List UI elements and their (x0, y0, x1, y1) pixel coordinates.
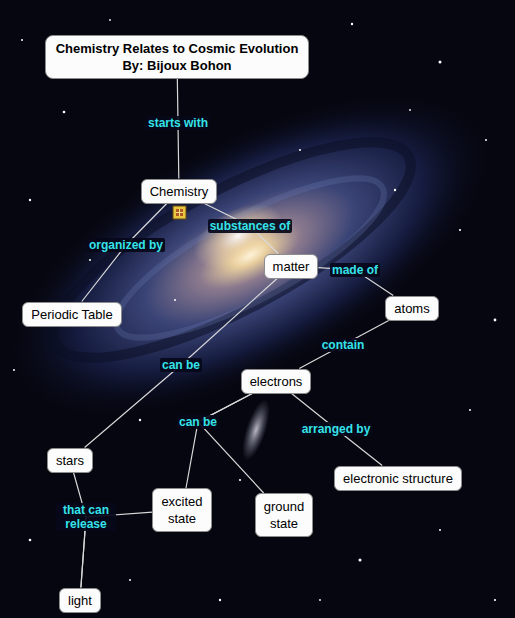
star-dot (394, 189, 396, 191)
edge-label: can be (160, 358, 202, 372)
star-dot (219, 599, 221, 601)
icon-line (179, 209, 180, 216)
star-dot (109, 19, 111, 21)
concept-box: atoms (385, 296, 438, 321)
edge-label: made of (330, 263, 380, 277)
node-text: Periodic Table (31, 306, 112, 323)
star-field (13, 19, 496, 601)
node-text: excited state (161, 493, 202, 527)
concept-box: ground state (255, 493, 313, 537)
node-text: stars (56, 452, 84, 469)
edge-label: organized by (87, 238, 165, 252)
node-text: By: Bijoux Bohon (56, 57, 299, 74)
star-dot (29, 199, 31, 201)
star-dot (439, 529, 441, 531)
star-dot (129, 579, 131, 581)
edge-label: substances of (208, 219, 293, 233)
star-dot (469, 409, 471, 411)
star-dot (63, 111, 66, 114)
star-dot (359, 559, 362, 562)
spiral-arm (98, 150, 402, 365)
concept-box: Periodic Table (22, 302, 121, 327)
connector-line (292, 394, 383, 466)
concept-box: electronic structure (334, 466, 462, 491)
star-dot (239, 479, 241, 481)
star-dot (174, 299, 176, 301)
node-text: electronic structure (343, 470, 453, 487)
edge-label: contain (320, 338, 367, 352)
concept-box: stars (47, 448, 93, 473)
star-dot (299, 149, 301, 151)
dust-lane (27, 103, 437, 397)
concept-box: matter (264, 254, 319, 279)
star-dot (409, 109, 411, 111)
concept-box: light (59, 588, 101, 613)
node-text: matter (273, 258, 310, 275)
edge-label: starts with (146, 116, 210, 130)
star-dot (439, 61, 442, 64)
galaxy-disc (0, 20, 515, 490)
node-text: light (68, 592, 92, 609)
companion-galaxy (237, 396, 276, 463)
icon-grid (176, 209, 183, 216)
node-text: electrons (250, 373, 303, 390)
edge-label: that can release (56, 503, 116, 531)
star-dot (494, 599, 496, 601)
node-text: Chemistry Relates to Cosmic Evolution (56, 40, 299, 57)
star-dot (139, 419, 141, 421)
edge-label: arranged by (300, 422, 373, 436)
connector-line (82, 204, 167, 302)
node-text: Chemistry (150, 183, 209, 200)
star-dot (29, 539, 32, 542)
concept-box: electrons (241, 369, 312, 394)
concept-box: excited state (152, 488, 211, 532)
star-dot (21, 39, 23, 41)
star-dot (485, 139, 487, 141)
star-dot (459, 229, 461, 231)
star-dot (89, 259, 91, 261)
star-dot (13, 369, 15, 371)
icon-frame (173, 206, 186, 219)
star-dot (319, 599, 321, 601)
star-dot (351, 23, 353, 25)
node-text: ground state (264, 498, 304, 532)
connector-line (299, 321, 388, 369)
concept-box: Chemistry (141, 179, 218, 204)
connector-line (198, 394, 264, 494)
star-dot (494, 319, 497, 322)
resource-icon (173, 206, 186, 219)
edge-label: can be (177, 415, 219, 429)
title-box: Chemistry Relates to Cosmic EvolutionBy:… (45, 35, 310, 79)
connector-line (186, 394, 252, 489)
node-text: atoms (394, 300, 429, 317)
